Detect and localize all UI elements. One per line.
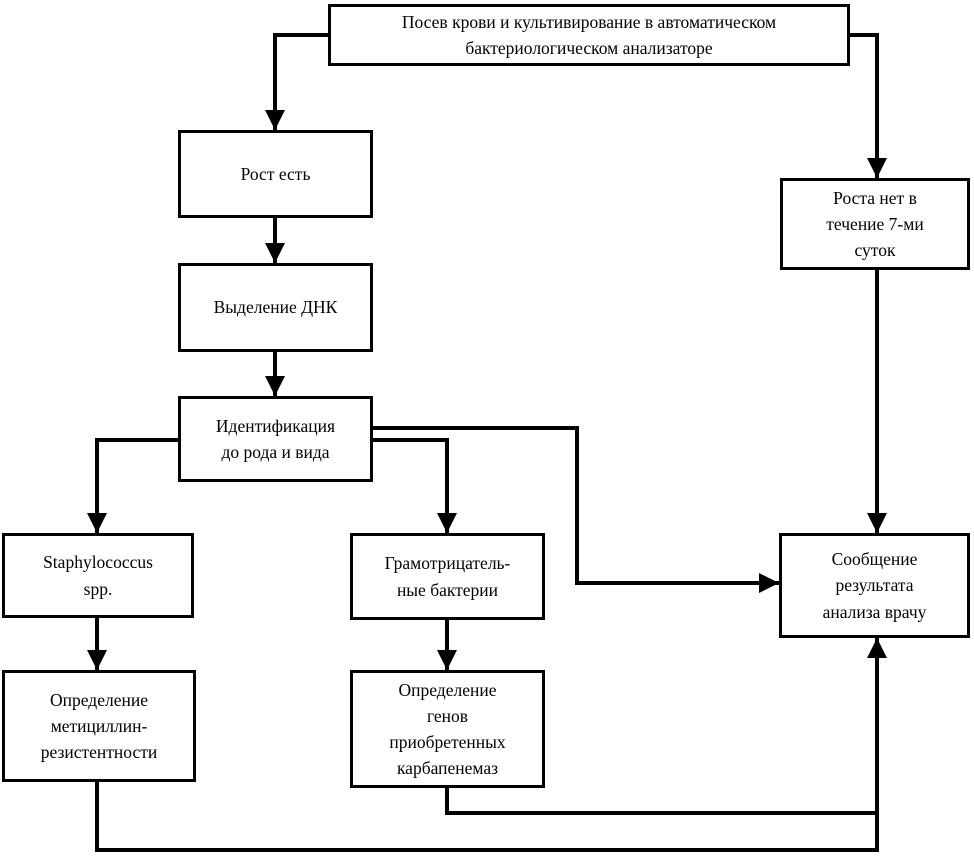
node-dna-extraction: Выделение ДНК [178, 263, 373, 352]
connector-identification-to-staph [87, 438, 178, 533]
node-gram-negative: Грамотрицатель- ные бактерии [350, 533, 545, 620]
connector-identification-to-report [373, 426, 779, 593]
node-staphylococcus: Staphylococcus spp. [2, 533, 194, 618]
node-carbapenemase-genes: Определение генов приобретенных карбапен… [350, 670, 545, 788]
connector-culture-to-growth [265, 33, 328, 130]
node-no-growth: Роста нет в течение 7-ми суток [780, 178, 970, 270]
node-methicillin-resistance: Определение метициллин- резистентности [2, 670, 196, 782]
connector-culture-to-nogrowth [850, 33, 887, 178]
node-growth-yes: Рост есть [178, 130, 373, 218]
connector-identification-to-gram [373, 438, 457, 533]
node-identification: Идентификация до рода и вида [178, 396, 373, 482]
connector-carbapenemase-to-report [445, 788, 879, 815]
connector-methicillin-to-report [95, 638, 887, 852]
node-blood-culture: Посев крови и культивирование в автомати… [328, 4, 850, 66]
node-report-to-physician: Сообщение результата анализа врачу [779, 533, 970, 638]
